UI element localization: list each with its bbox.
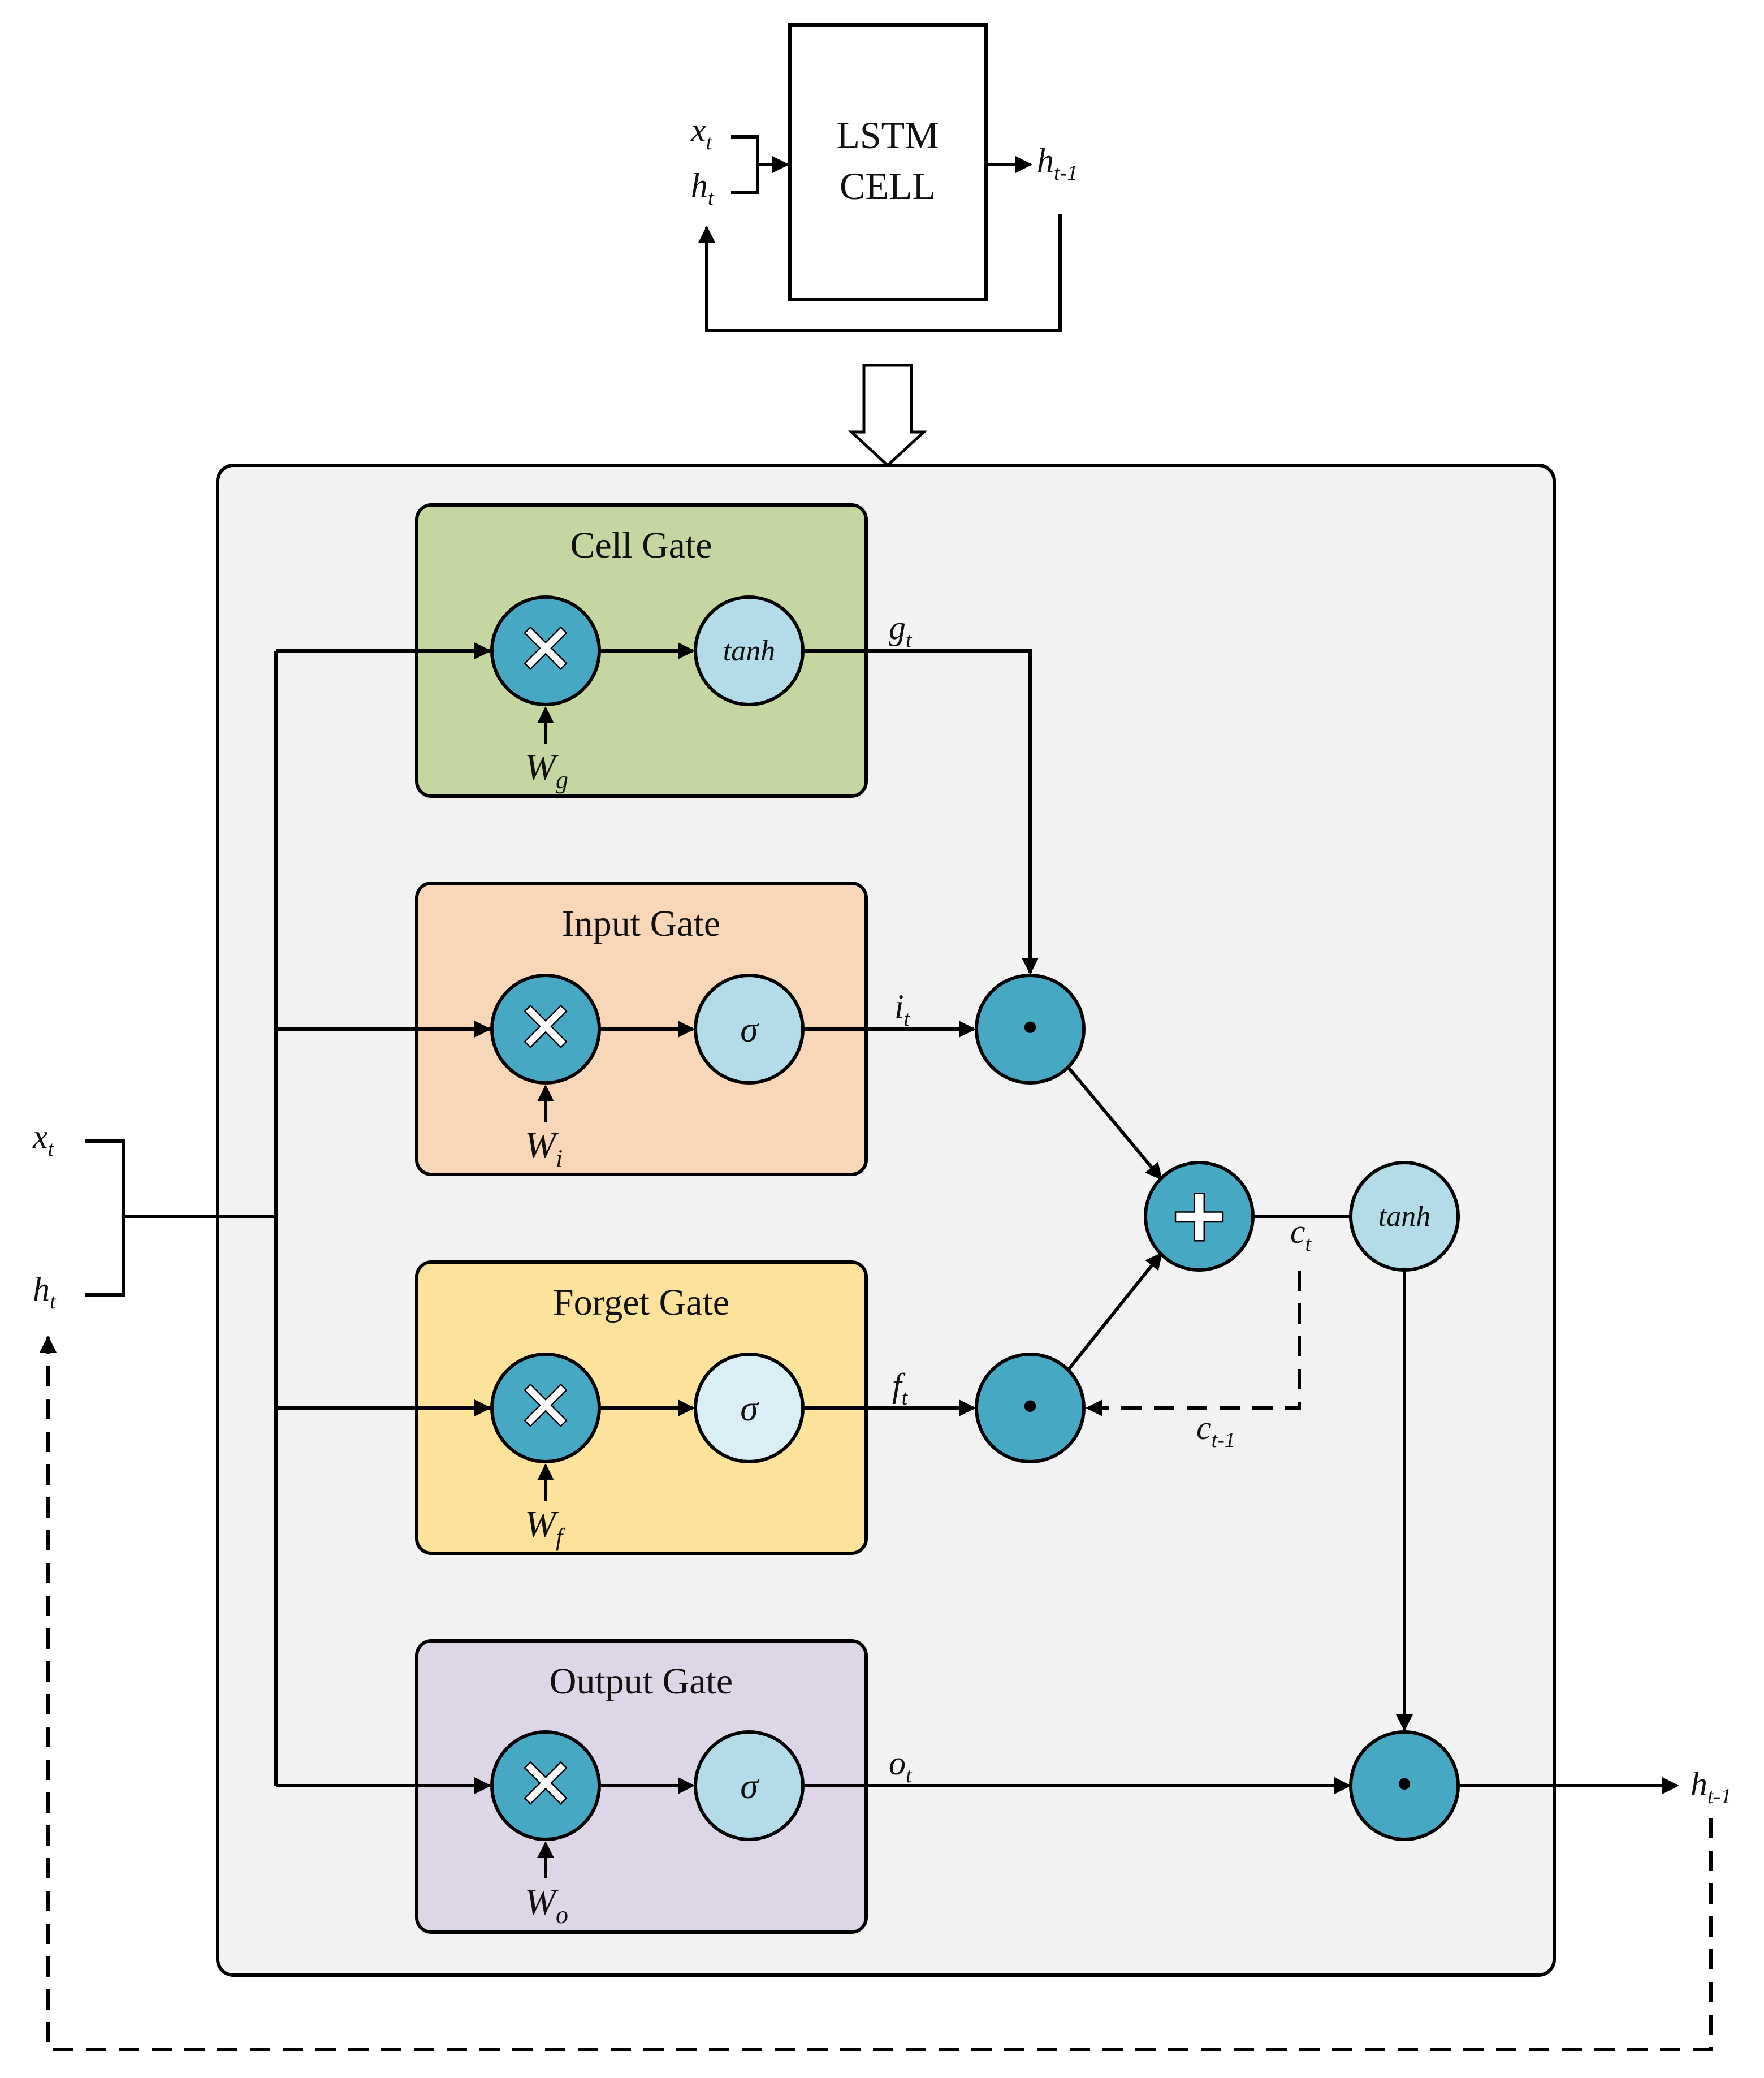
input-weight-label: Wi — [525, 1125, 563, 1172]
input-gate-internals: ✕ σ Wi — [490, 974, 805, 1172]
expand-arrow — [848, 364, 928, 468]
gt-to-input-hadamard — [803, 649, 1039, 975]
output-gate-internals: ✕ σ Wo — [490, 1730, 805, 1929]
final-output-label: ht-1 — [1690, 1765, 1731, 1808]
top-lstm-cell: LSTM CELL xt ht ht-1 — [690, 23, 1078, 332]
forget-gate-internals: ✕ σ Wf — [490, 1353, 805, 1551]
multiply-icon: ✕ — [517, 1746, 574, 1824]
input-hadamard-to-add — [1066, 1066, 1163, 1181]
input-gate-activation-label: σ — [740, 1009, 759, 1049]
gt-label: gt — [889, 609, 913, 652]
ct-label: ct — [1290, 1213, 1312, 1256]
output-weight-label: Wo — [525, 1881, 568, 1929]
multiply-icon: ✕ — [517, 1368, 574, 1446]
main-input-bracket — [85, 1139, 125, 1297]
hadamard-dot-icon: • — [1393, 1762, 1416, 1808]
cell-weight-label: Wg — [525, 746, 568, 794]
forget-gate-title: Forget Gate — [553, 1282, 729, 1323]
it-label: it — [894, 988, 911, 1031]
lstm-cell-box — [788, 23, 988, 301]
forget-hadamard-node — [975, 1353, 1086, 1463]
top-output-label: ht-1 — [1037, 142, 1078, 185]
cell-gate-title: Cell Gate — [570, 525, 712, 566]
lstm-cell-title-line2: CELL — [840, 165, 936, 208]
input-hadamard-node — [975, 974, 1086, 1085]
forget-gate-activation-label: σ — [740, 1388, 759, 1428]
plus-icon: + — [1169, 1172, 1230, 1258]
main-input-x-label: xt — [32, 1118, 55, 1161]
input-gate-title: Input Gate — [562, 903, 720, 944]
ot-label: ot — [889, 1744, 913, 1787]
main-input-h-label: ht — [33, 1271, 57, 1314]
output-gate-title: Output Gate — [550, 1661, 733, 1702]
forget-hadamard-to-add — [1066, 1252, 1163, 1371]
output-gate-activation-label: σ — [740, 1766, 759, 1806]
lstm-cell-title-line1: LSTM — [836, 114, 939, 157]
multiply-icon: ✕ — [517, 611, 574, 689]
multiply-icon: ✕ — [517, 989, 574, 1068]
ct-prev-feedback — [1086, 1271, 1301, 1416]
cell-gate-activation-label: tanh — [723, 635, 775, 667]
hadamard-dot-icon: • — [1018, 1384, 1041, 1431]
lstm-internal-container — [216, 464, 1556, 1977]
hadamard-dot-icon: • — [1018, 1005, 1041, 1052]
top-input-bracket — [731, 135, 759, 194]
cell-state-activation-label: tanh — [1378, 1200, 1430, 1233]
ct-prev-label: ct-1 — [1196, 1409, 1235, 1452]
recurrent-feedback-loop — [40, 1336, 1713, 2051]
cell-gate-internals: ✕ tanh Wg — [490, 595, 805, 794]
top-input-x-label: xt — [690, 111, 713, 154]
top-input-h-label: ht — [691, 167, 715, 210]
top-feedback-loop — [698, 214, 1062, 332]
